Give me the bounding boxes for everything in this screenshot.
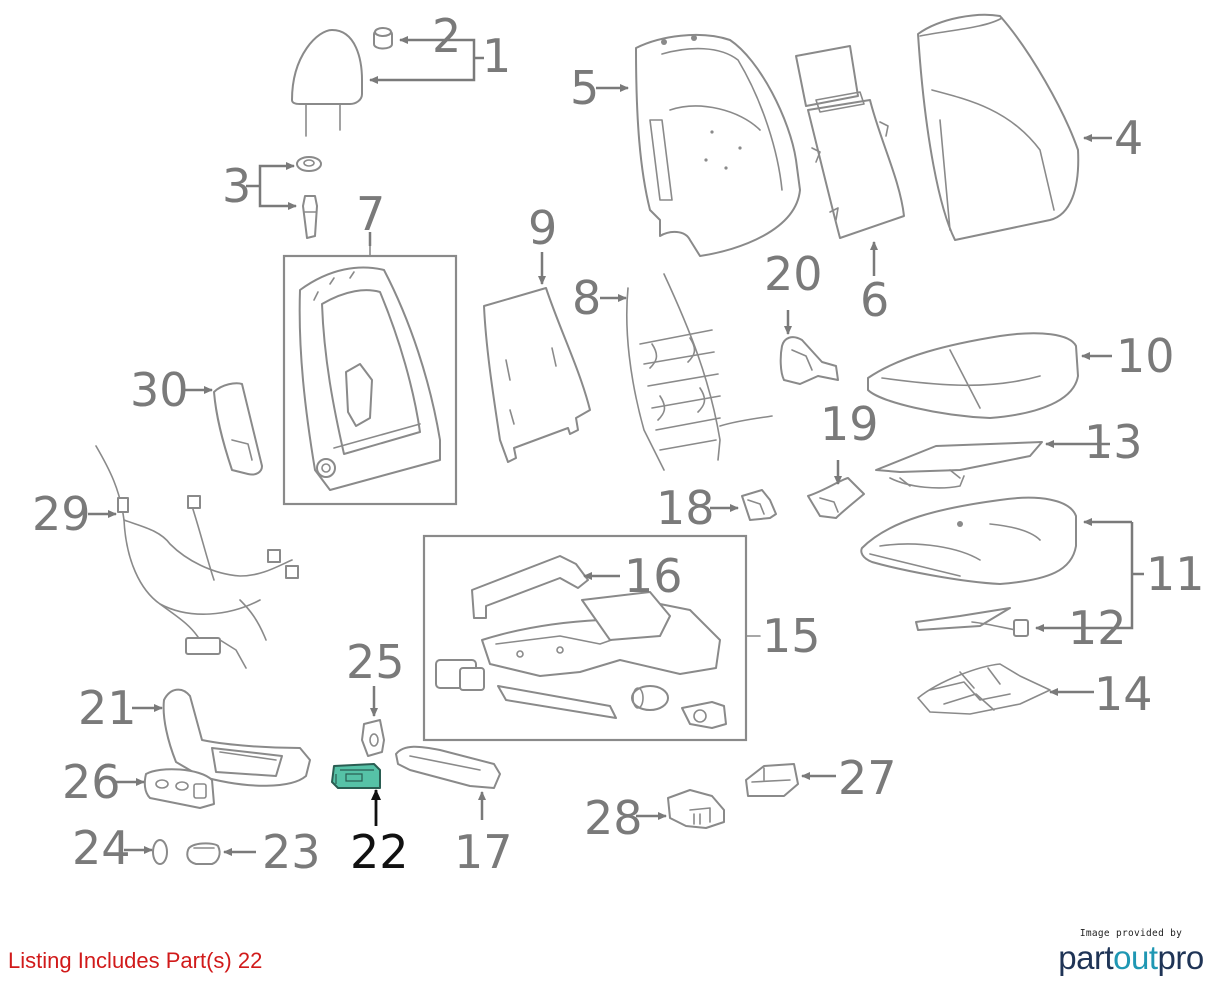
- callout-8: 8: [572, 271, 601, 325]
- seatback-board-part: [483, 287, 591, 463]
- callout-21: 21: [78, 681, 137, 735]
- headrest-part: [291, 29, 363, 137]
- credit-text: Image provided by: [1079, 928, 1183, 939]
- callout-16: 16: [624, 549, 683, 603]
- frame-box-15: [422, 534, 748, 742]
- logo-part-3: pro: [1157, 939, 1205, 976]
- callout-11: 11: [1146, 547, 1205, 601]
- seatback-pad-part: [795, 45, 905, 239]
- recliner-cover-inner-part: [807, 477, 865, 519]
- callout-6: 6: [860, 273, 889, 327]
- callout-26: 26: [62, 755, 121, 809]
- switch-connector-part: [361, 719, 385, 757]
- trim-cover-part: [779, 336, 839, 385]
- seat-cushion-part: [860, 496, 1077, 585]
- callout-18: 18: [656, 481, 715, 535]
- leader-lines: [88, 36, 1144, 856]
- seatback-spring-part: [626, 273, 773, 471]
- callout-24: 24: [72, 821, 131, 875]
- cushion-sensor-part: [915, 607, 1029, 637]
- seat-control-module-part: [331, 763, 381, 789]
- switch-knob-part: [186, 842, 221, 865]
- callout-27: 27: [838, 751, 897, 805]
- callout-2: 2: [432, 9, 461, 63]
- callout-13: 13: [1084, 415, 1143, 469]
- seatback-frame-part: [298, 266, 441, 491]
- callout-5: 5: [570, 61, 599, 115]
- cushion-spring-part: [917, 663, 1051, 715]
- power-seat-switch-part: [143, 768, 215, 809]
- knob-part: [152, 839, 168, 865]
- seatback-cover-part: [635, 34, 801, 257]
- callout-9: 9: [528, 201, 557, 255]
- seatback-assembly-part: [917, 13, 1080, 241]
- connector-bracket-part: [667, 789, 725, 829]
- headrest-guide-part: [373, 27, 393, 50]
- logo-part-1: part: [1058, 939, 1114, 976]
- seat-heater-part: [875, 441, 1043, 489]
- callout-7: 7: [356, 187, 385, 241]
- callout-30: 30: [130, 363, 189, 417]
- callout-20: 20: [764, 247, 823, 301]
- callout-25: 25: [346, 635, 405, 689]
- seat-adjuster-part: [435, 555, 727, 729]
- recliner-cover-part: [741, 489, 777, 521]
- partoutpro-logo: partoutpro: [1056, 941, 1206, 975]
- callout-3: 3: [222, 159, 251, 213]
- inner-shield-part: [395, 745, 501, 789]
- seat-cushion-cover-part: [867, 332, 1079, 419]
- callout-15: 15: [762, 609, 821, 663]
- callout-14: 14: [1094, 667, 1153, 721]
- seat-side-shield-part: [162, 688, 311, 787]
- callout-22-highlighted: 22: [350, 825, 409, 879]
- callout-10: 10: [1116, 329, 1175, 383]
- callout-4: 4: [1114, 111, 1143, 165]
- logo-part-2: out: [1113, 939, 1158, 976]
- callout-29: 29: [32, 487, 91, 541]
- callout-12: 12: [1068, 601, 1127, 655]
- bracket-part: [745, 763, 799, 797]
- wire-harness-part: [95, 445, 299, 669]
- callout-23: 23: [262, 825, 321, 879]
- callout-1: 1: [482, 29, 511, 83]
- image-credit: Image provided by partoutpro: [1056, 928, 1206, 975]
- callout-28: 28: [584, 791, 643, 845]
- callout-19: 19: [820, 397, 879, 451]
- side-airbag-part: [213, 382, 263, 476]
- guide-support-part: [296, 156, 322, 239]
- callout-17: 17: [454, 825, 513, 879]
- listing-note: Listing Includes Part(s) 22: [8, 948, 263, 973]
